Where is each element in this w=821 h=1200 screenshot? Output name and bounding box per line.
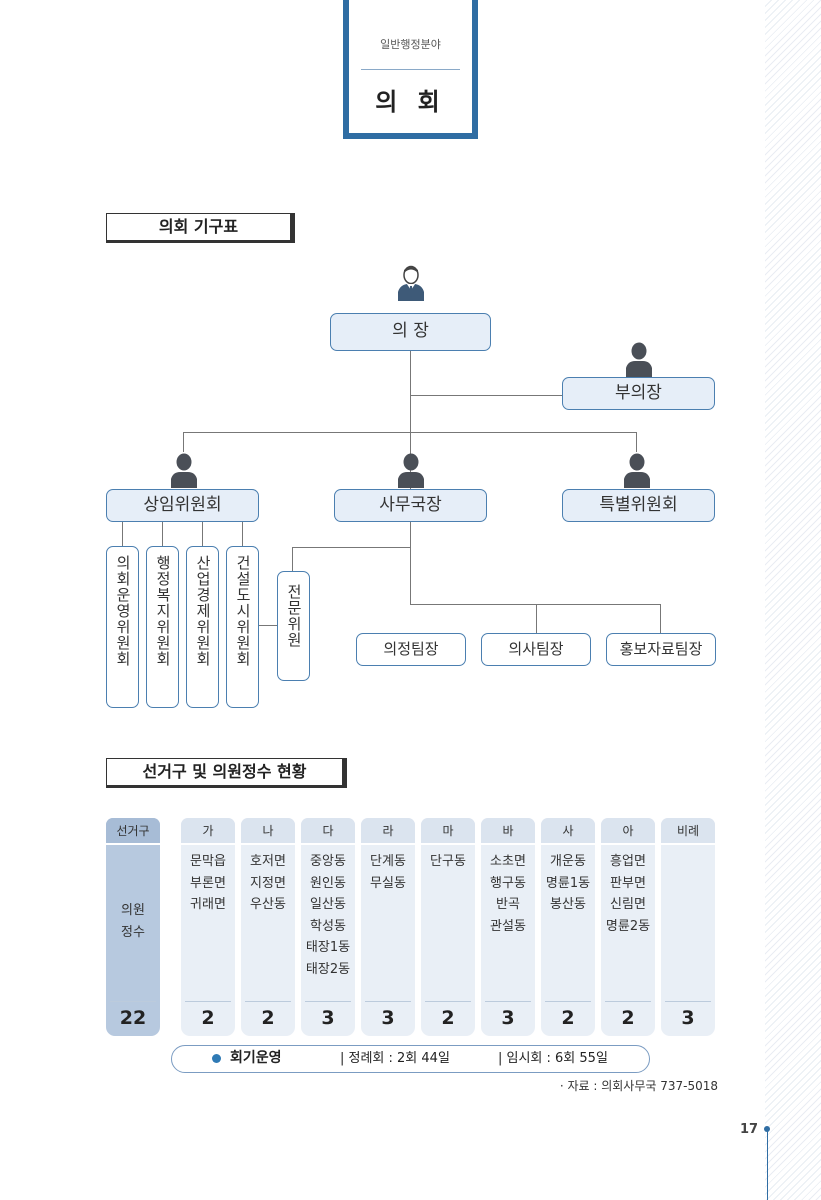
committee-node: 산업경제위원회 xyxy=(186,546,219,708)
connector-line xyxy=(162,522,163,546)
session-temporary: | 임시회 : 6회 55일 xyxy=(498,1051,608,1066)
connector-line xyxy=(202,522,203,546)
district-member-count: 2 xyxy=(545,1001,591,1034)
district-areas: 호저면 지정면 우산동 xyxy=(250,854,286,912)
team-node: 의사팀장 xyxy=(481,633,591,666)
district-name: 사 xyxy=(541,818,595,845)
district-header-label: 선거구 xyxy=(106,818,160,845)
district-areas: 소초면 행구동 반곡 관설동 xyxy=(490,854,526,934)
connector-line xyxy=(636,432,637,452)
district-name: 비례 xyxy=(661,818,715,845)
special-committee-person-icon xyxy=(624,453,650,488)
district-areas xyxy=(661,845,715,851)
committee-label: 산업경제위원회 xyxy=(194,555,212,667)
special-committee-node: 특별위원회 xyxy=(562,489,715,522)
connector-line xyxy=(292,547,293,571)
connector-line xyxy=(292,547,410,548)
member-count-label: 의원 정수 xyxy=(121,903,145,940)
committee-label: 의회운영위원회 xyxy=(114,555,132,667)
session-bar: 회기운영 | 정례회 : 2회 44일 | 임시회 : 6회 55일 xyxy=(171,1045,650,1073)
committee-node: 의회운영위원회 xyxy=(106,546,139,708)
district-name: 라 xyxy=(361,818,415,845)
connector-line xyxy=(183,432,637,433)
category-title: 의 회 xyxy=(375,88,446,116)
team-node: 홍보자료팀장 xyxy=(606,633,716,666)
secretary-node: 사무국장 xyxy=(334,489,487,522)
committee-label: 행정복지위원회 xyxy=(154,555,172,667)
standing-committee-person-icon xyxy=(171,453,197,488)
district-areas: 중앙동 원인동 일산동 학성동 태장1동 태장2동 xyxy=(305,854,351,977)
connector-line xyxy=(410,522,411,605)
connector-line xyxy=(410,604,661,605)
district-name: 나 xyxy=(241,818,295,845)
district-member-count: 2 xyxy=(245,1001,291,1034)
category-subtitle: 일반행정분야 xyxy=(380,38,441,51)
district-member-count: 3 xyxy=(665,1001,711,1034)
connector-line xyxy=(258,625,277,626)
district-name: 아 xyxy=(601,818,655,845)
category-divider xyxy=(361,69,460,70)
district-member-count: 2 xyxy=(605,1001,651,1034)
connector-line xyxy=(410,395,563,396)
district-areas: 단구동 xyxy=(430,854,466,869)
district-label-column: 선거구 의원 정수 22 xyxy=(106,818,160,1036)
team-node: 의정팀장 xyxy=(356,633,466,666)
page-line xyxy=(767,1130,768,1200)
committee-label: 건설도시위원회 xyxy=(234,555,252,667)
connector-line xyxy=(410,350,411,492)
committee-node: 건설도시위원회 xyxy=(226,546,259,708)
district-section-title: 선거구 및 의원정수 현황 xyxy=(106,758,347,788)
category-box: 일반행정분야 의 회 xyxy=(343,0,478,139)
district-name: 가 xyxy=(181,818,235,845)
district-areas: 문막읍 부론면 귀래면 xyxy=(190,854,226,912)
bullet-icon xyxy=(212,1054,221,1063)
district-areas: 흥업면 판부면 신림면 명륜2동 xyxy=(605,854,651,934)
chair-person-icon xyxy=(398,265,424,301)
district-member-count: 2 xyxy=(185,1001,231,1034)
margin-hatch xyxy=(765,0,821,1200)
district-column: 비례 3 xyxy=(661,818,715,1036)
district-name: 다 xyxy=(301,818,355,845)
vice-chair-node: 부의장 xyxy=(562,377,715,410)
secretary-person-icon xyxy=(398,453,424,488)
connector-line xyxy=(660,604,661,634)
chair-node: 의 장 xyxy=(330,313,491,351)
vice-chair-person-icon xyxy=(626,342,652,377)
district-areas: 단계동 무실동 xyxy=(370,854,406,891)
org-section-title: 의회 기구표 xyxy=(106,213,295,243)
district-name: 바 xyxy=(481,818,535,845)
district-name: 마 xyxy=(421,818,475,845)
standing-committee-node: 상임위원회 xyxy=(106,489,259,522)
session-label: 회기운영 xyxy=(230,1050,282,1066)
connector-line xyxy=(536,604,537,634)
expert-label: 전문위원 xyxy=(285,584,303,648)
member-total: 22 xyxy=(110,1001,156,1034)
district-member-count: 3 xyxy=(485,1001,531,1034)
committee-node: 행정복지위원회 xyxy=(146,546,179,708)
connector-line xyxy=(242,522,243,546)
session-regular: | 정례회 : 2회 44일 xyxy=(340,1051,450,1066)
page-number: 17 xyxy=(740,1122,759,1137)
district-member-count: 2 xyxy=(425,1001,471,1034)
connector-line xyxy=(183,432,184,452)
district-areas: 개운동 명륜1동 봉산동 xyxy=(545,854,591,912)
source-note: · 자료 : 의회사무국 737-5018 xyxy=(559,1079,718,1093)
district-member-count: 3 xyxy=(305,1001,351,1034)
connector-line xyxy=(122,522,123,546)
page-dot xyxy=(764,1126,770,1132)
expert-node: 전문위원 xyxy=(277,571,310,681)
district-member-count: 3 xyxy=(365,1001,411,1034)
